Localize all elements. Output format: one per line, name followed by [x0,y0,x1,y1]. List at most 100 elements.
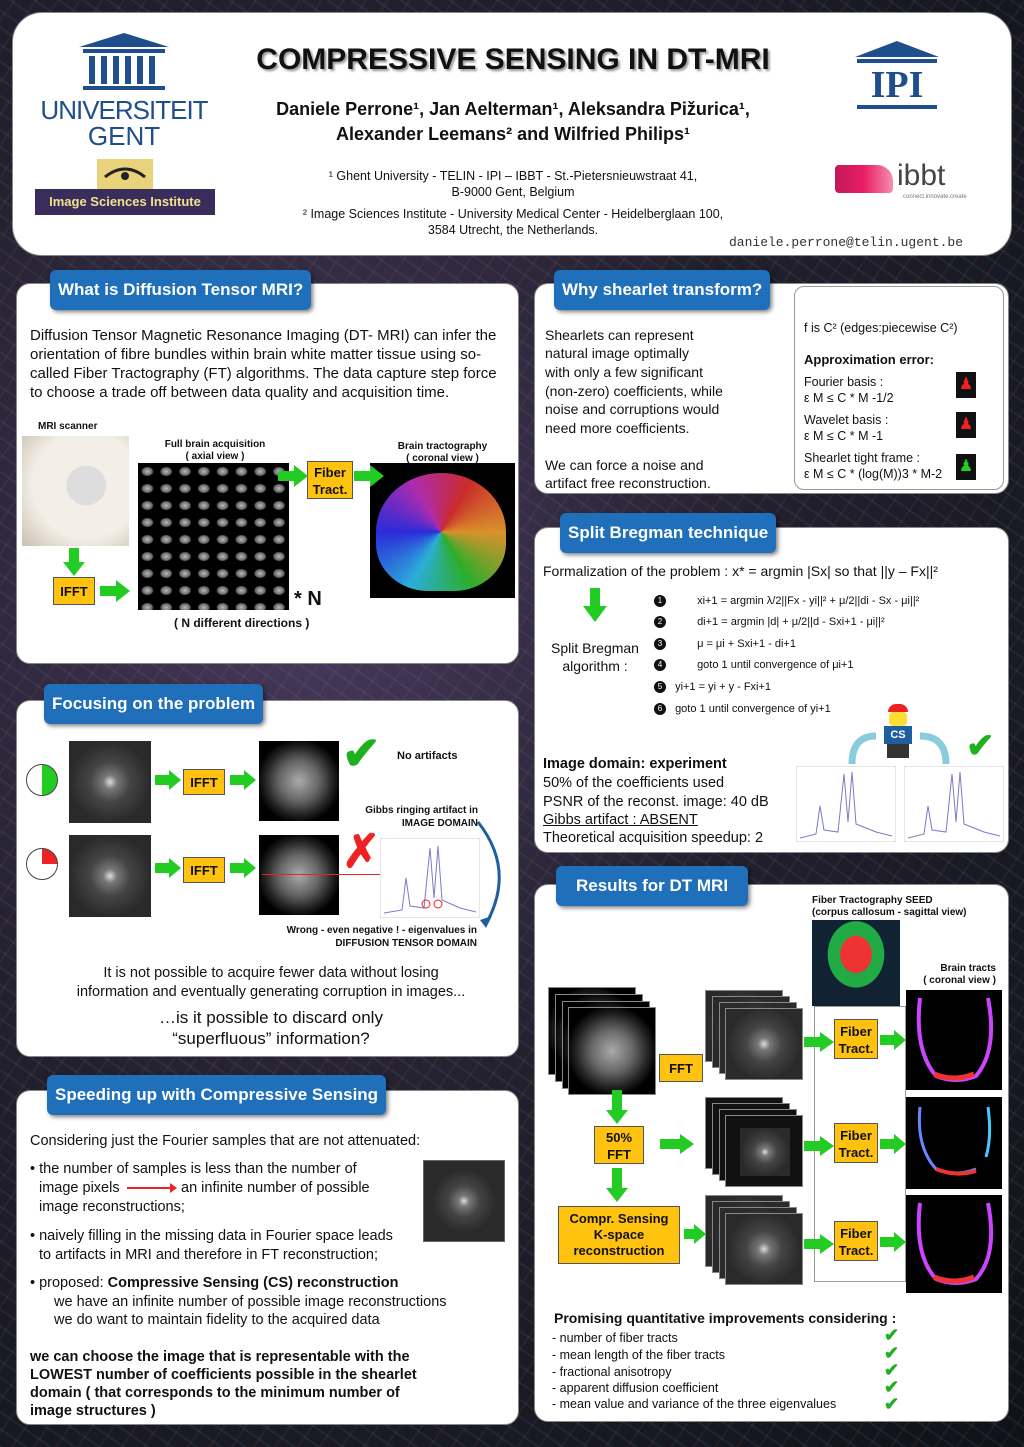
kspace-half-stack [705,1097,805,1189]
arrow-right-icon [804,1032,834,1052]
check-icon: ✔ [342,727,381,779]
focus-text-1b: information and eventually generating co… [76,984,466,1000]
step-2: 2 di+1 = argmin |d| + μ/2||d - Sxi+1 - μ… [654,615,885,629]
authors-line-2: Alexander Leemans² and Wilfried Philips¹ [336,124,690,144]
exp-3: Gibbs artifact : ABSENT [543,812,698,828]
ugent-text-2: GENT [87,121,161,151]
check-icon: ✔ [884,1343,900,1363]
tracts-label-2: ( coronal view ) [923,975,996,986]
isi-logo: Image Sciences Institute [35,159,215,215]
shearlet-body-2: natural image optimally [545,345,689,361]
fiber-tract-box-3: Fiber Tract. [834,1221,878,1261]
ibbt-text: ibbt [897,159,946,192]
cross-icon: ✗ [342,825,381,877]
email[interactable]: daniele.perrone@telin.ugent.be [729,235,964,250]
fiber-tract-box-1: Fiber Tract. [834,1019,878,1059]
shearlet-body-4: (non-zero) coefficients, while [545,383,723,399]
improve-item-2: - fractional anisotropy [552,1365,672,1379]
full-brain-label-2: ( axial view ) [185,451,245,462]
clock-full-icon [26,764,58,796]
step-3: 3 μ = μi + Sxi+1 - di+1 [654,637,796,651]
shearlet-body-5: noise and corruptions would [545,401,720,417]
arrow-right-icon [804,1234,834,1254]
arrow-right-icon [155,858,181,878]
clock-quarter-icon [26,848,58,880]
fourier-eq: ε M ≤ C * M -1/2 [804,391,894,405]
ugent-logo: UNIVERSITEIT GENT [39,29,209,151]
speed-heading: Speeding up with Compressive Sensing [47,1075,387,1115]
seed-label-2: (corpus callosum - sagittal view) [812,907,967,918]
improve-item-3: - apparent diffusion coefficient [552,1381,719,1395]
curved-arrow-icon [919,732,950,765]
kspace-cs-stack [705,1195,805,1287]
conclusion-3: domain ( that corresponds to the minimum… [30,1385,400,1401]
wavelet-label: Wavelet basis : [804,413,889,427]
arrow-right-icon [155,770,181,790]
times-n: * N [294,588,322,610]
mri-scanner-image [22,436,129,546]
check-icon: ✔ [884,1394,900,1414]
stop-light-icon: ♟ [956,372,976,398]
intensity-profile-plot [380,838,480,918]
no-artifacts-label: No artifacts [397,750,458,762]
brain-artifact-image [259,835,339,915]
bullet-1d: image reconstructions; [39,1199,185,1215]
algo-label-1: Split Bregman [551,640,639,656]
ifft-box-2: IFFT [183,857,225,883]
dti-heading: What is Diffusion Tensor MRI? [50,270,312,310]
approx-title: Approximation error: [804,352,935,367]
full-brain-label-1: Full brain acquisition [164,439,266,450]
wavelet-eq: ε M ≤ C * M -1 [804,429,884,443]
step-5: 5 yi+1 = yi + y - Fxi+1 [654,680,771,694]
tract-result-image-3 [906,1195,1002,1293]
curved-arrow-icon [476,821,501,928]
tract-label-1: Brain tractography [397,441,488,452]
exp-2: PSNR of the reconst. image: 40 dB [543,794,769,810]
ibbt-logo: ibbt connect.innovate.create [833,159,967,205]
implies-arrow-icon [127,1183,177,1193]
bullet-1c: an infinite number of possible [181,1180,370,1196]
check-icon: ✔ [966,727,995,765]
header-panel: UNIVERSITEIT GENT Image Sciences Institu… [12,12,1012,256]
conclusion-1: we can choose the image that is represen… [30,1349,410,1365]
affiliation-2a: ² Image Sciences Institute - University … [302,207,724,221]
improve-item-4: - mean value and variance of the three e… [552,1397,837,1411]
conclusion-2: LOWEST number of coefficients possible i… [30,1367,417,1383]
profile-plot-original [796,766,896,842]
arrow-right-icon [804,1136,834,1156]
shearlet-body-7: We can force a noise and [545,457,704,473]
dti-body: Diffusion Tensor Magnetic Resonance Imag… [30,327,497,401]
go-light-icon: ♟ [956,454,976,480]
ugent-text-1: UNIVERSITEIT [40,95,208,125]
ibbt-mark-icon [835,165,893,193]
tractography-image [370,463,515,598]
tract-result-image-2 [906,1097,1002,1189]
seed-image [812,920,900,1006]
improve-item-0: - number of fiber tracts [552,1331,678,1345]
arrow-right-icon [230,858,256,878]
exp-1: 50% of the coefficients used [543,775,725,791]
bullet-1a: • the number of samples is less than the… [30,1161,357,1177]
affiliation-1a: ¹ Ghent University - TELIN - IPI – IBBT … [328,169,698,183]
exp-4: Theoretical acquisition speedup: 2 [543,830,764,846]
axial-slices-image [138,463,289,610]
bullet-1b: image pixels [39,1180,120,1196]
arrow-right-icon [880,1232,906,1252]
bullet-3d: we do want to maintain fidelity to the a… [54,1312,380,1328]
shearlet-body-1: Shearlets can represent [545,327,694,343]
eye-icon [97,159,153,189]
ifft-box-1: IFFT [183,769,225,795]
scroll-f: f is C² (edges:piecewise C²) [804,321,958,335]
exp-title: Image domain: experiment [543,756,727,772]
shearlet-body-3: with only a few significant [545,364,703,380]
fiber-tract-box: Fiber Tract. [307,461,353,499]
bullet-2a: • naively filling in the missing data in… [30,1228,393,1244]
shearlet-eq: ε M ≤ C * (log(M))3 * M-2 [804,467,943,481]
bullet-3c: we have an infinite number of possible i… [54,1294,447,1310]
stop-light-icon: ♟ [956,412,976,438]
artifact-line [262,874,380,875]
ipi-text: IPI [870,64,924,106]
shearlet-heading: Why shearlet transform? [554,270,771,310]
step-6: 6 goto 1 until convergence of yi+1 [654,702,831,716]
kspace-full-stack [705,990,805,1082]
